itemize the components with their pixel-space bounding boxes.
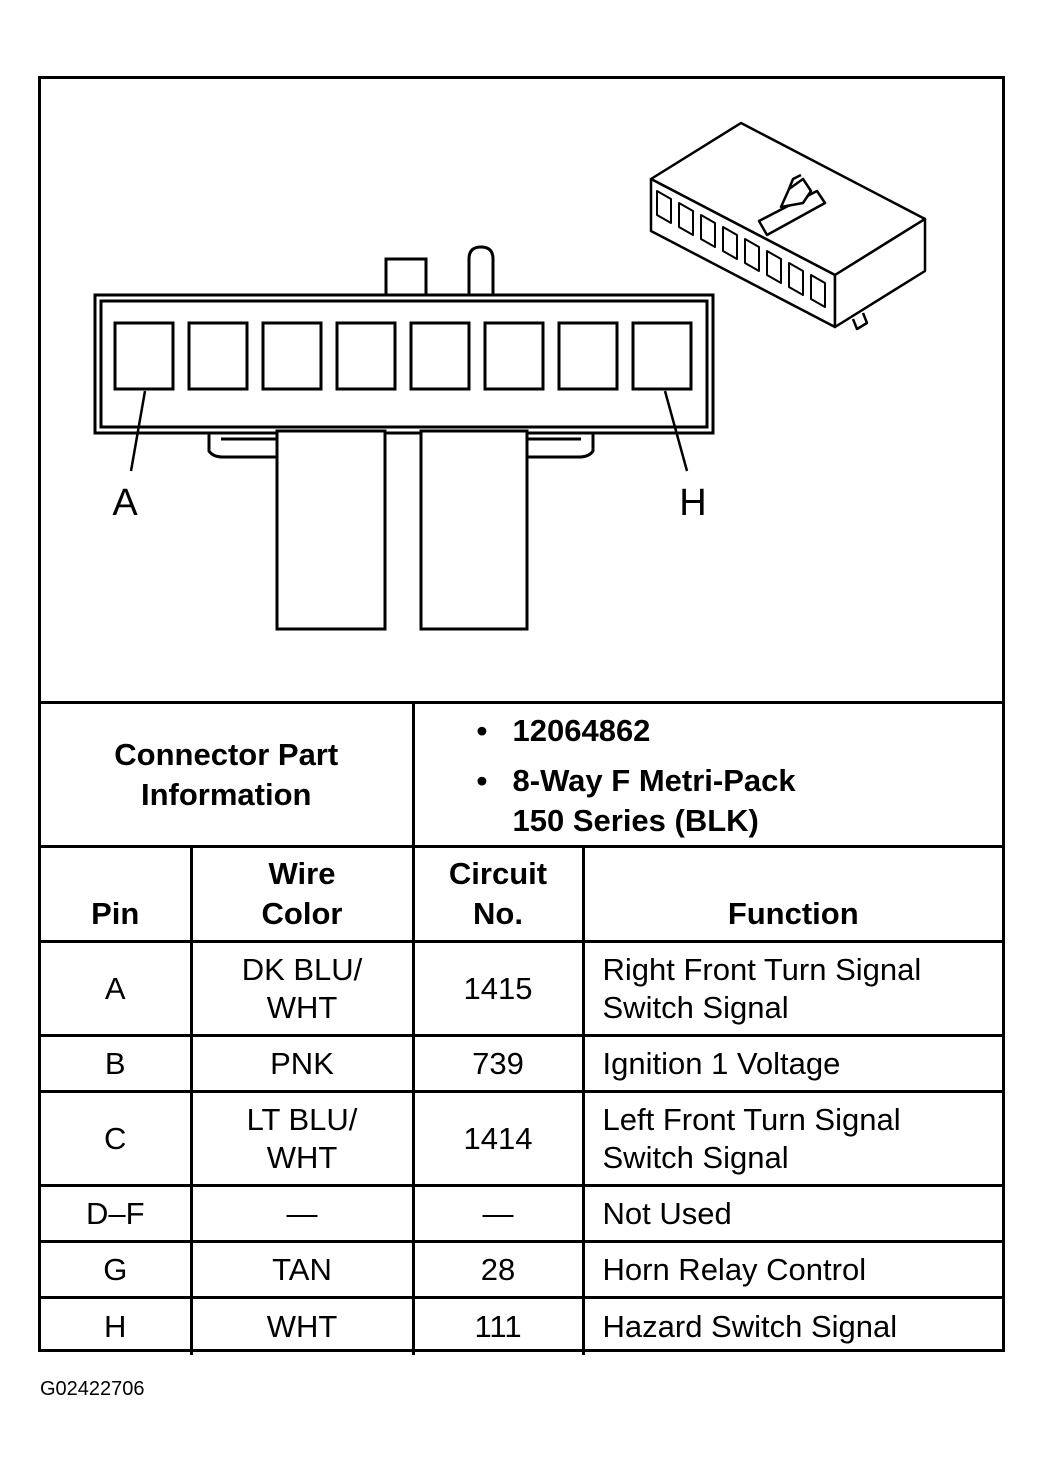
connector-part-info-label: Connector Part Information bbox=[41, 701, 415, 848]
wire-color-cell: PNK bbox=[189, 1034, 415, 1093]
wire-color-cell: WHT bbox=[189, 1296, 415, 1355]
pin-cavity-g bbox=[557, 321, 619, 391]
pin-leader-lines bbox=[129, 390, 689, 472]
pin-cell: C bbox=[41, 1090, 193, 1187]
figure-frame: A H bbox=[38, 76, 1005, 1355]
pin-cavity-f bbox=[483, 321, 545, 391]
wire-color-cell: DK BLU/ WHT bbox=[189, 940, 415, 1037]
pin-cell: D–F bbox=[41, 1184, 193, 1243]
function-cell: Ignition 1 Voltage bbox=[581, 1034, 1002, 1093]
header-function: Function bbox=[581, 845, 1002, 943]
function-cell: Left Front Turn Signal Switch Signal bbox=[581, 1090, 1002, 1187]
header-pin: Pin bbox=[41, 845, 193, 943]
header-wire-color: Wire Color bbox=[189, 845, 415, 943]
connector-part-info-values: 12064862 8-Way F Metri-Pack 150 Series (… bbox=[411, 701, 1003, 848]
function-cell: Hazard Switch Signal bbox=[581, 1296, 1002, 1355]
pin-label-h: H bbox=[679, 482, 706, 524]
function-cell: Right Front Turn Signal Switch Signal bbox=[581, 940, 1002, 1037]
pin-cell: B bbox=[41, 1034, 193, 1093]
pin-cavity-b bbox=[187, 321, 249, 391]
function-cell: Not Used bbox=[581, 1184, 1002, 1243]
circuit-cell: — bbox=[411, 1184, 585, 1243]
table-row: C LT BLU/ WHT 1414 Left Front Turn Signa… bbox=[41, 1090, 1002, 1187]
connector-info-table: Connector Part Information 12064862 8-Wa… bbox=[41, 701, 1002, 1355]
header-circuit-no: Circuit No. bbox=[411, 845, 585, 943]
table-row: D–F — — Not Used bbox=[41, 1184, 1002, 1243]
pin-cell: A bbox=[41, 940, 193, 1037]
table-row: B PNK 739 Ignition 1 Voltage bbox=[41, 1034, 1002, 1093]
table-row: H WHT 111 Hazard Switch Signal bbox=[41, 1296, 1002, 1355]
circuit-cell: 28 bbox=[411, 1240, 585, 1299]
pin-cell: H bbox=[41, 1296, 193, 1355]
wire-color-cell: — bbox=[189, 1184, 415, 1243]
connector-type: 8-Way F Metri-Pack 150 Series (BLK) bbox=[477, 761, 853, 841]
pin-cell: G bbox=[41, 1240, 193, 1299]
pin-label-a: A bbox=[112, 482, 138, 524]
circuit-cell: 1414 bbox=[411, 1090, 585, 1187]
pin-cavity-h bbox=[631, 321, 693, 391]
pin-cavity-d bbox=[335, 321, 397, 391]
circuit-cell: 111 bbox=[411, 1296, 585, 1355]
connector-isometric-view bbox=[649, 121, 927, 331]
figure-id: G02422706 bbox=[40, 1378, 145, 1400]
pin-cavity-c bbox=[261, 321, 323, 391]
pin-cavity-e bbox=[409, 321, 471, 391]
wire-color-cell: LT BLU/ WHT bbox=[189, 1090, 415, 1187]
connector-diagram: A H bbox=[93, 121, 927, 631]
circuit-cell: 739 bbox=[411, 1034, 585, 1093]
pin-cavities bbox=[113, 321, 693, 391]
wire-color-cell: TAN bbox=[189, 1240, 415, 1299]
pin-cavity-a bbox=[113, 321, 175, 391]
table-row: A DK BLU/ WHT 1415 Right Front Turn Sign… bbox=[41, 940, 1002, 1037]
function-cell: Horn Relay Control bbox=[581, 1240, 1002, 1299]
connector-face bbox=[93, 245, 715, 631]
circuit-cell: 1415 bbox=[411, 940, 585, 1037]
part-number: 12064862 bbox=[477, 711, 1003, 751]
table-row: G TAN 28 Horn Relay Control bbox=[41, 1240, 1002, 1299]
